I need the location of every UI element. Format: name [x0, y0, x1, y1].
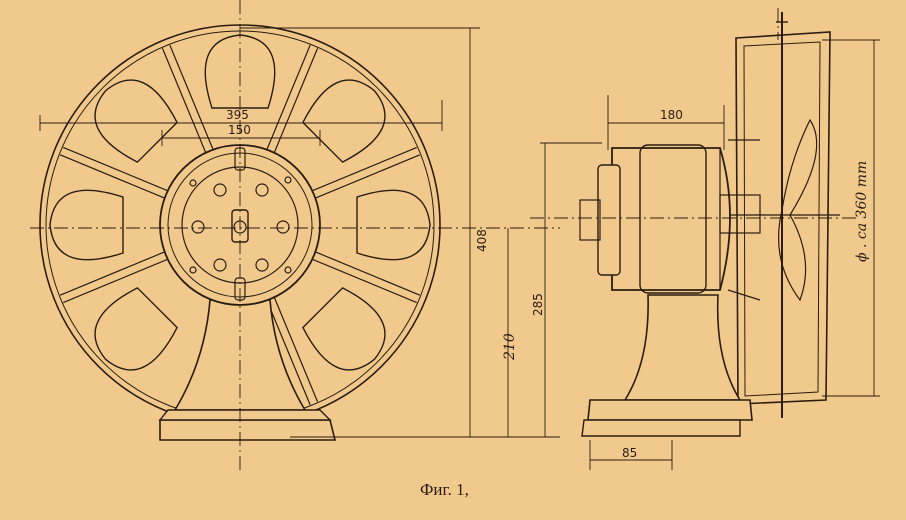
side-blade: [777, 118, 818, 302]
side-motor-body: [611, 147, 731, 291]
side-centerlines: [530, 8, 860, 219]
side-pedestal: [623, 294, 742, 401]
figure-caption: Фиг. 1,: [420, 480, 469, 499]
side-base: [587, 399, 753, 421]
side-guard-frame: [735, 31, 831, 405]
dim-front-axis-height: 210: [502, 333, 518, 361]
guard-spokes: [59, 44, 421, 406]
side-view: [579, 12, 840, 437]
dim-motor-length: 180: [660, 108, 683, 122]
dim-hub: 150: [228, 123, 251, 137]
front-view: [39, 24, 441, 441]
dim-blade-span: 395: [226, 108, 249, 122]
dim-side-axis-height: 285: [531, 293, 545, 316]
dim-total-height: 408: [475, 229, 489, 252]
dim-base: 85: [622, 446, 637, 460]
cover-bolts: [189, 176, 292, 274]
front-dimensions: [39, 27, 560, 438]
front-centerlines: [30, 0, 560, 470]
dim-guard-diameter: ϕ . ca 360 mm: [854, 161, 870, 262]
side-dimensions: [540, 39, 880, 470]
